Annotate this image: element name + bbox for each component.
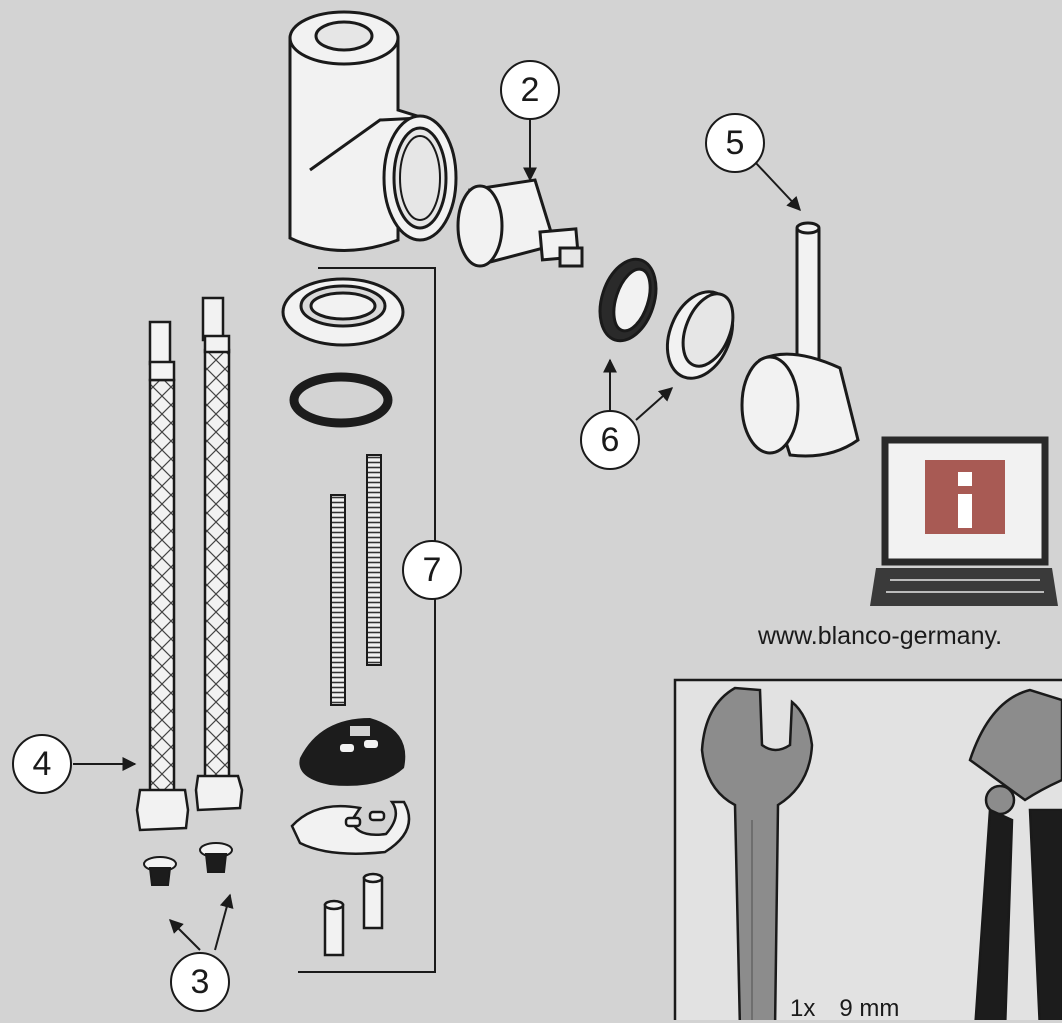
cartridge xyxy=(456,178,584,268)
hex-nuts xyxy=(323,872,384,957)
callout-5-label: 5 xyxy=(726,124,745,162)
water-pump-pliers-icon xyxy=(968,688,1062,1020)
wrench-size-label: 1x 9 mm xyxy=(790,995,923,1023)
threaded-ring xyxy=(598,257,658,343)
threaded-rods xyxy=(330,454,382,706)
info-laptop-icon xyxy=(870,436,1058,606)
open-end-wrench-icon xyxy=(700,686,814,1020)
tool-size: 9 mm xyxy=(839,995,900,1022)
kit-bracket xyxy=(298,267,436,973)
tool-quantity: 1x xyxy=(790,995,816,1022)
callout-5: 5 xyxy=(705,113,765,173)
callout-4-label: 4 xyxy=(33,745,52,783)
callout-6-label: 6 xyxy=(601,421,620,459)
mounting-washer xyxy=(281,277,405,347)
rubber-horseshoe xyxy=(299,718,406,786)
callout-4: 4 xyxy=(12,734,72,794)
manufacturer-url: www.blanco-germany. xyxy=(758,622,1003,650)
callout-6: 6 xyxy=(580,410,640,470)
callout-3-label: 3 xyxy=(191,963,210,1001)
filter-inserts xyxy=(143,842,233,886)
callout-2: 2 xyxy=(500,60,560,120)
callout-3: 3 xyxy=(170,952,230,1012)
callout-7-label: 7 xyxy=(423,551,442,589)
cover-sleeve xyxy=(665,290,735,380)
callout-2-label: 2 xyxy=(521,71,540,109)
callout-7: 7 xyxy=(402,540,462,600)
lever-handle xyxy=(740,221,860,458)
valve-body xyxy=(288,10,458,252)
o-ring xyxy=(289,372,393,428)
supply-hoses xyxy=(135,296,244,832)
callout-arrows xyxy=(73,118,801,951)
metal-horseshoe xyxy=(290,800,411,855)
